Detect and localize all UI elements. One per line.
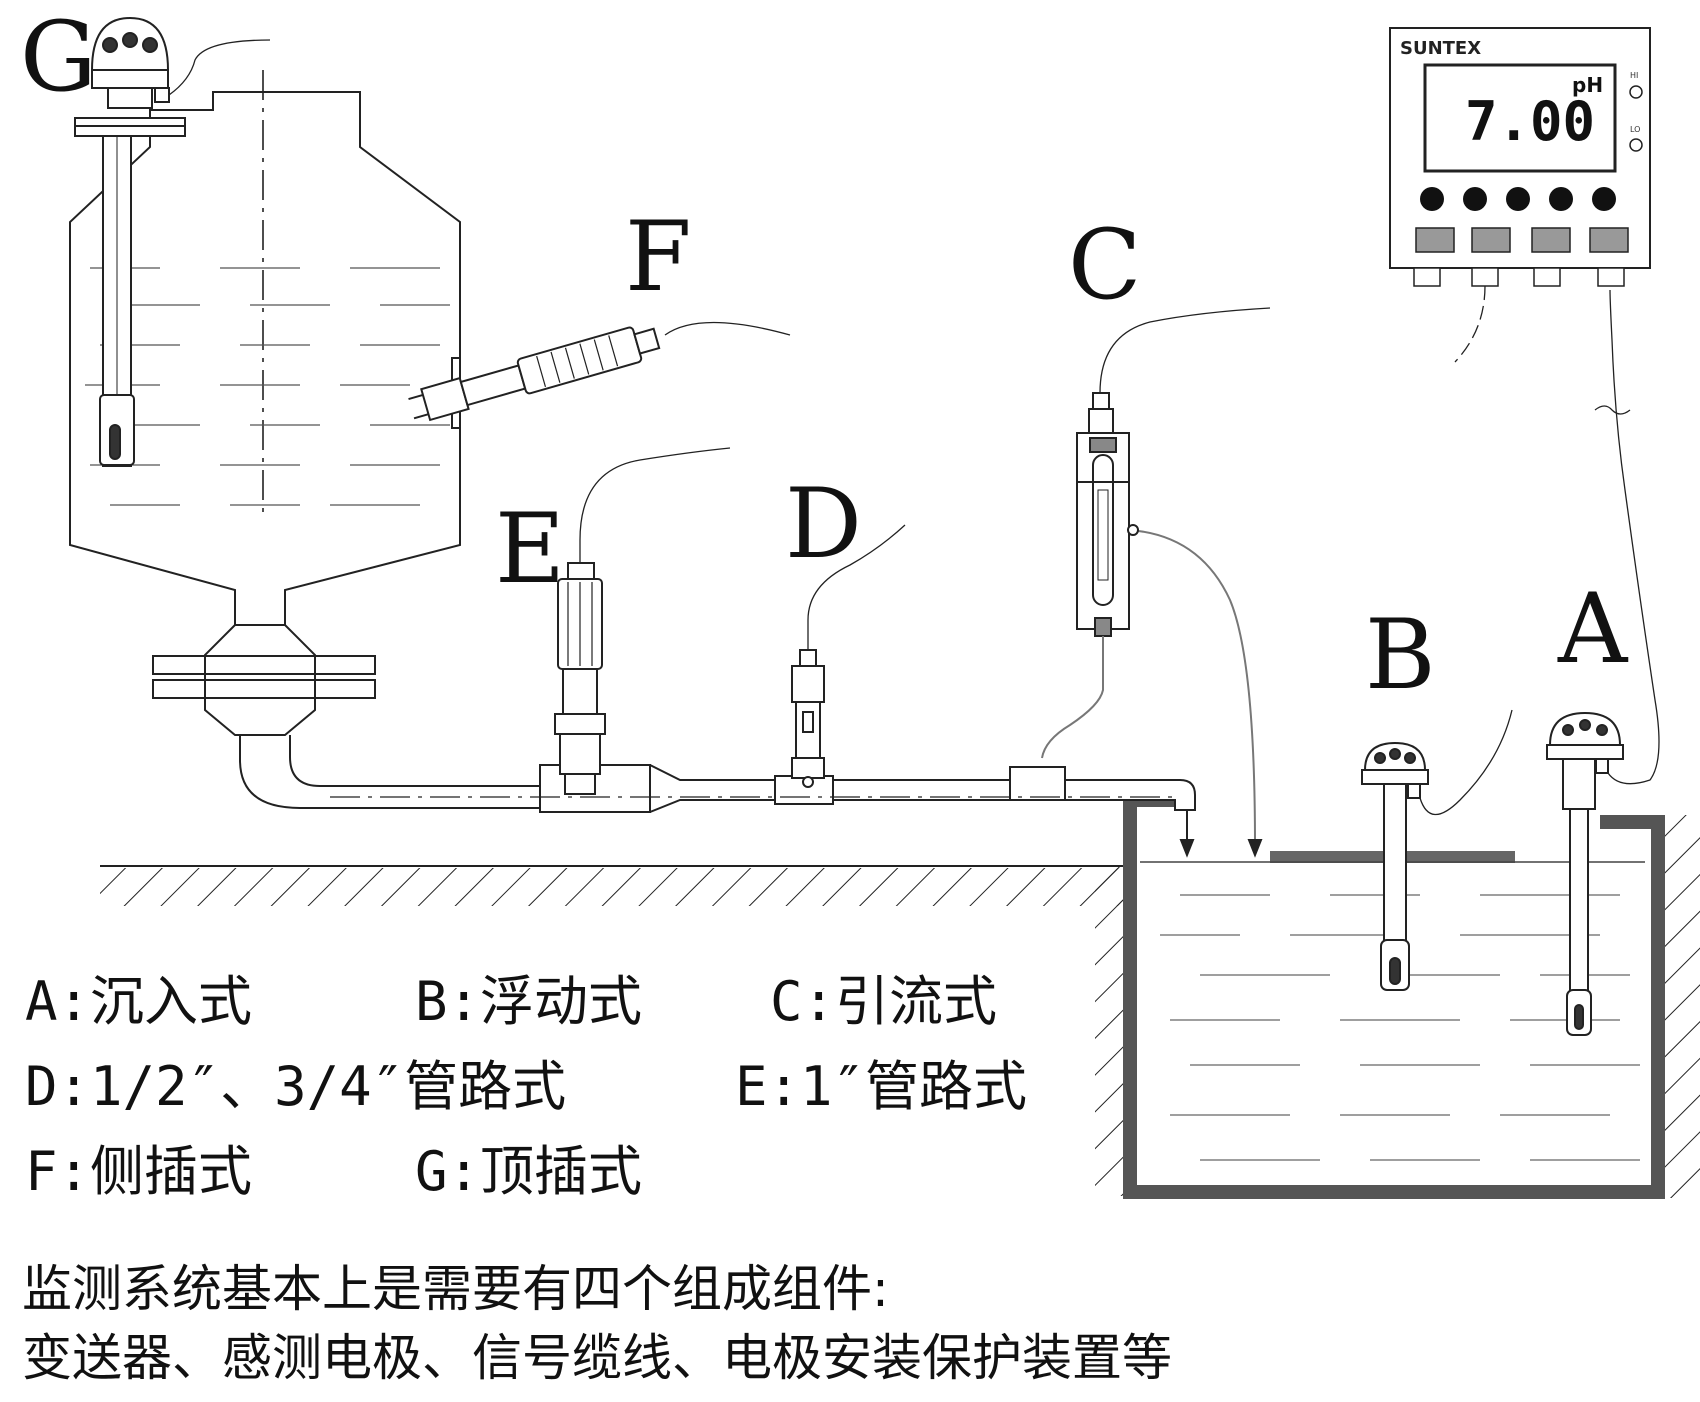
probe-b xyxy=(1361,709,1513,991)
meter-brand: SUNTEX xyxy=(1400,38,1481,59)
position-labels: G F C E D B A xyxy=(20,1,1629,711)
lo-label: LO xyxy=(1630,125,1640,134)
meter-unit: pH xyxy=(1572,73,1603,97)
hi-label: HI xyxy=(1630,71,1638,80)
meter-buttons xyxy=(1420,187,1616,211)
legend: A:沉入式 B:浮动式 C:引流式 D:1/2″、3/4″管路式 E:1″管路式… xyxy=(25,970,1027,1203)
caption-line-2: 变送器、感测电极、信号缆线、电极安装保护装置等 xyxy=(22,1329,1172,1387)
legend-a: A:沉入式 xyxy=(25,970,252,1033)
legend-e: E:1″管路式 xyxy=(735,1055,1027,1118)
probe-e xyxy=(554,447,731,795)
label-d: D xyxy=(785,468,862,580)
caption: 监测系统基本上是需要有四个组成组件: 变送器、感测电极、信号缆线、电极安装保护装… xyxy=(22,1260,1172,1387)
cable-glands xyxy=(1413,267,1625,287)
label-a: A xyxy=(1557,573,1629,685)
legend-d: D:1/2″、3/4″管路式 xyxy=(25,1055,566,1118)
process-vessel xyxy=(69,70,540,809)
caption-line-1: 监测系统基本上是需要有四个组成组件: xyxy=(22,1260,889,1318)
probe-f xyxy=(408,321,791,429)
ground xyxy=(100,815,1700,1198)
probe-d xyxy=(791,524,906,788)
label-c: C xyxy=(1068,209,1141,321)
label-b: B xyxy=(1365,599,1436,711)
legend-c: C:引流式 xyxy=(770,970,997,1033)
meter-key-2[interactable] xyxy=(1463,187,1487,211)
lo-led xyxy=(1629,138,1643,152)
meter-key-4[interactable] xyxy=(1549,187,1573,211)
ph-transmitter: SUNTEX 7.00 pH HI LO xyxy=(1389,27,1651,363)
label-g: G xyxy=(20,1,97,113)
meter-reading: 7.00 xyxy=(1465,90,1595,153)
label-e: E xyxy=(495,493,565,605)
label-f: F xyxy=(625,201,692,313)
probe-a xyxy=(1546,289,1660,1036)
process-pipe xyxy=(330,764,1196,858)
meter-key-1[interactable] xyxy=(1420,187,1444,211)
probe-g xyxy=(74,16,271,467)
probe-c xyxy=(1041,307,1271,858)
legend-b: B:浮动式 xyxy=(415,970,642,1033)
hi-led xyxy=(1629,85,1643,99)
legend-f: F:侧插式 xyxy=(25,1140,252,1203)
meter-key-5[interactable] xyxy=(1592,187,1616,211)
meter-key-3[interactable] xyxy=(1506,187,1530,211)
legend-g: G:顶插式 xyxy=(415,1140,642,1203)
meter-panels xyxy=(1415,227,1629,253)
